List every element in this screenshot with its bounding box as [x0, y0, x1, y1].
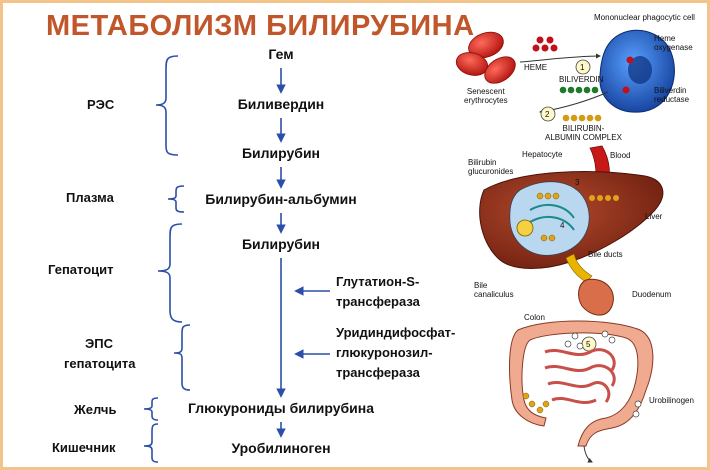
label-heme-oxygenase-1: Heme: [654, 34, 676, 43]
senescent-erythrocytes: [455, 31, 516, 84]
small-intestine: [544, 348, 616, 405]
label-bile-canaliculus-2: canaliculus: [474, 290, 514, 299]
label-biliverdin: BILIVERDIN: [559, 75, 604, 84]
step-number-3: 3: [575, 178, 580, 187]
label-hepatocyte: Hepatocyte: [522, 150, 563, 159]
label-heme: HEME: [524, 63, 548, 72]
stage-label-er-1: ЭПС: [85, 336, 113, 351]
label-biliverdin-reductase-2: reductase: [654, 95, 690, 104]
label-bile-ducts: Bile ducts: [588, 250, 623, 259]
label-senescent: Senescent erythrocytes: [464, 87, 508, 105]
stage-label-plasma: Плазма: [66, 190, 114, 205]
step-number-2: 2: [545, 110, 550, 119]
step-urobilinogen: Уробилиноген: [231, 440, 331, 456]
stage-label-hepatocyte: Гепатоцит: [48, 262, 114, 277]
bilirubin-albumin-molecules: [562, 114, 602, 122]
label-gluc-1: Bilirubin: [468, 158, 497, 167]
label-heme-oxygenase-2: oxygenase: [654, 43, 693, 52]
step-biliverdin: Биливердин: [237, 96, 325, 112]
label-mononuclear: Mononuclear phagocytic cell: [594, 13, 695, 22]
label-liver: Liver: [645, 212, 663, 221]
enzyme-udp-line-3: трансфераза: [336, 365, 420, 380]
label-heme-oxygenase: Heme oxygenase: [654, 34, 693, 52]
step-bilirubin-hepatocyte: Билирубин: [241, 236, 321, 252]
brace-bile: [143, 397, 159, 421]
label-bilirubin-albumin-complex: BILIRUBIN- ALBUMIN COMPLEX: [545, 124, 622, 142]
step-heme: Гем: [268, 46, 294, 62]
label-blood: Blood: [610, 151, 631, 160]
label-duodenum: Duodenum: [632, 290, 672, 299]
cell-nucleus: [628, 56, 652, 84]
label-biliverdin-reductase: Biliverdin reductase: [654, 86, 689, 104]
step-number-1: 1: [580, 63, 585, 72]
urobilinogen-dots: [564, 330, 642, 418]
label-bile-canaliculus-1: Bile: [474, 281, 488, 290]
stage-label-intestine: Кишечник: [52, 440, 116, 455]
label-colon: Colon: [524, 313, 545, 322]
stage-label-res: РЭС: [87, 97, 115, 112]
step-bilirubin-glucuronides: Глюкурониды билирубина: [188, 400, 374, 416]
label-gluc-2: glucuronides: [468, 167, 514, 176]
enzyme-udp: Уридиндифосфат- глюкуронозил- трансфераз…: [336, 323, 455, 383]
enzyme-udp-line-2: глюкуронозил-: [336, 345, 433, 360]
page-title: МЕТАБОЛИЗМ БИЛИРУБИНА: [46, 10, 475, 42]
label-biliverdin-reductase-1: Biliverdin: [654, 86, 687, 95]
brace-hepatocyte: [157, 223, 183, 323]
brace-res: [155, 55, 179, 156]
brace-plasma: [167, 185, 185, 213]
label-bile-canaliculus: Bile canaliculus: [474, 281, 514, 299]
label-senescent-2: erythrocytes: [464, 96, 508, 105]
step-bilirubin: Билирубин: [241, 145, 321, 161]
enzyme-gst: Глутатион-S- трансфераза: [336, 272, 420, 312]
colon: [509, 320, 654, 447]
brace-er: [173, 324, 191, 391]
step-bilirubin-albumin: Билирубин-альбумин: [205, 191, 357, 207]
hepatocyte-inset: [509, 181, 590, 256]
stage-label-bile: Желчь: [74, 402, 117, 417]
enzyme-gst-line-2: трансфераза: [336, 294, 420, 309]
brace-intestine: [143, 423, 159, 463]
stage-label-er-2: гепатоцита: [64, 356, 136, 371]
biliverdin-molecules: [559, 86, 599, 94]
liver-bilirubin-dots: [589, 195, 619, 201]
colon-bilirubin-dots: [522, 392, 550, 414]
heme-molecules: [532, 36, 558, 52]
bile-ducts: [565, 253, 593, 283]
label-complex-1: BILIRUBIN-: [562, 124, 605, 133]
step-number-4: 4: [560, 221, 565, 230]
step-number-5: 5: [586, 340, 591, 349]
duodenum: [578, 278, 614, 316]
label-bilirubin-glucuronides: Bilirubin glucuronides: [468, 158, 513, 176]
label-senescent-1: Senescent: [466, 87, 505, 96]
enzyme-udp-line-1: Уридиндифосфат-: [336, 325, 456, 340]
label-urobilinogen: Urobilinogen: [649, 396, 694, 405]
enzyme-gst-line-1: Глутатион-S-: [336, 274, 420, 289]
label-complex-2: ALBUMIN COMPLEX: [545, 133, 622, 142]
